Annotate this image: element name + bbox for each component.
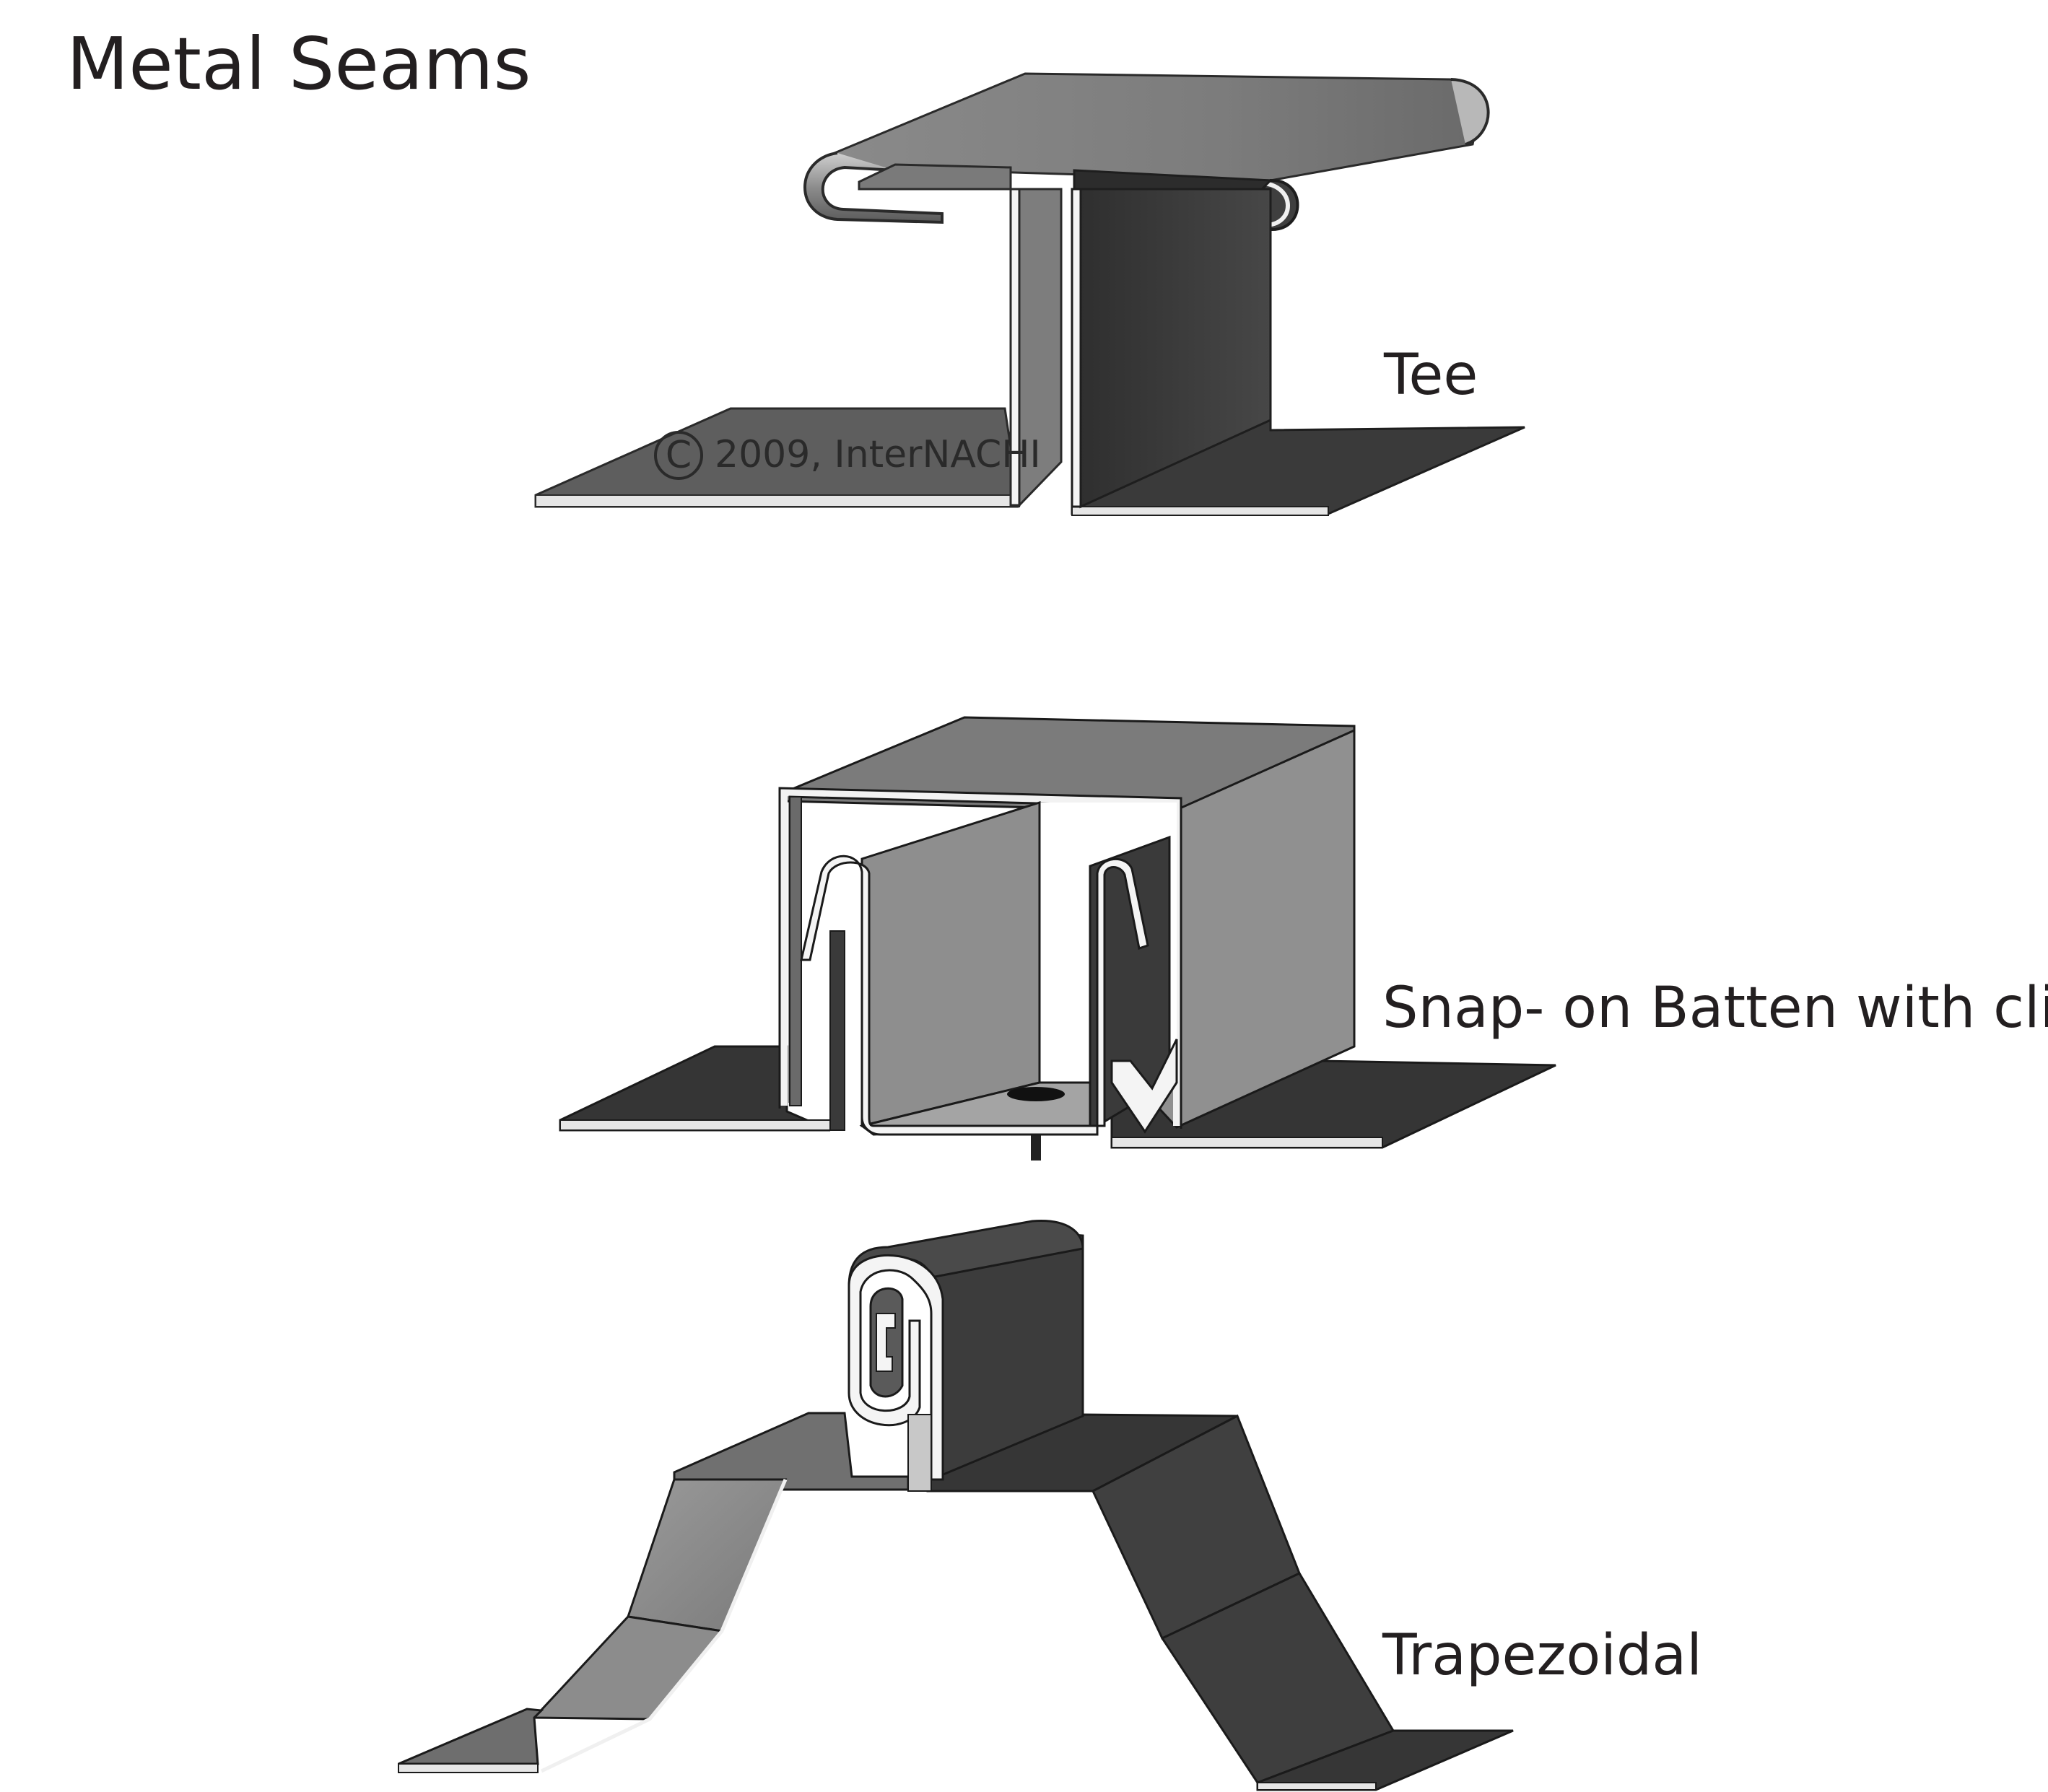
tee-label: Tee (1383, 343, 1478, 408)
snap-on-batten-illustration (559, 716, 1556, 1161)
batten-clip-left-hook (800, 855, 1099, 1136)
trap-left-ridge-highlight (540, 1479, 788, 1773)
trap-left-upper-slope (627, 1478, 788, 1633)
batten-left-standing-leg (829, 930, 845, 1131)
trap-seam-inner-fold (876, 1313, 896, 1372)
tee-seam-illustration: C 2009, InterNACHI (534, 72, 1525, 516)
snap-on-batten-label: Snap- on Batten with clip (1382, 976, 2048, 1041)
trapezoidal-seam-illustration (398, 1220, 1514, 1791)
diagram-title: Metal Seams (66, 22, 531, 106)
copyright-text: 2009, InterNACHI (715, 433, 1041, 476)
batten-fastener-screw (1031, 1132, 1041, 1161)
tee-cap-left-roll (803, 152, 944, 224)
batten-cap-left-return (789, 796, 802, 1106)
trap-seam-standing-leg (907, 1414, 932, 1492)
trap-left-bottom-edge (398, 1763, 539, 1773)
trap-right-bottom-edge (1257, 1782, 1377, 1791)
trap-left-top-flat (673, 1412, 910, 1491)
trapezoidal-label: Trapezoidal (1382, 1623, 1702, 1688)
trap-left-bottom-flat (398, 1708, 544, 1765)
tee-left-pan-edge (535, 494, 1020, 507)
copyright-c-glyph: C (666, 434, 692, 477)
tee-web-right-face (1079, 188, 1272, 509)
batten-clip-left-wall (860, 800, 1041, 1127)
copyright-symbol-icon (654, 431, 703, 480)
tee-cap-right-roll-highlight (1263, 181, 1290, 227)
tee-inner-left-flange (858, 163, 1012, 191)
tee-right-pan-edge (1071, 506, 1329, 516)
batten-right-fold (1110, 1039, 1178, 1134)
batten-left-pan-edge (559, 1119, 843, 1131)
batten-fastener-hole (1007, 1087, 1065, 1101)
batten-clip-right-hook (1096, 858, 1149, 1127)
tee-web-right (1071, 188, 1082, 508)
tee-web-left-face (1018, 188, 1063, 508)
batten-right-pan-edge (1111, 1137, 1383, 1148)
tee-cap-far-roll (1450, 78, 1490, 146)
